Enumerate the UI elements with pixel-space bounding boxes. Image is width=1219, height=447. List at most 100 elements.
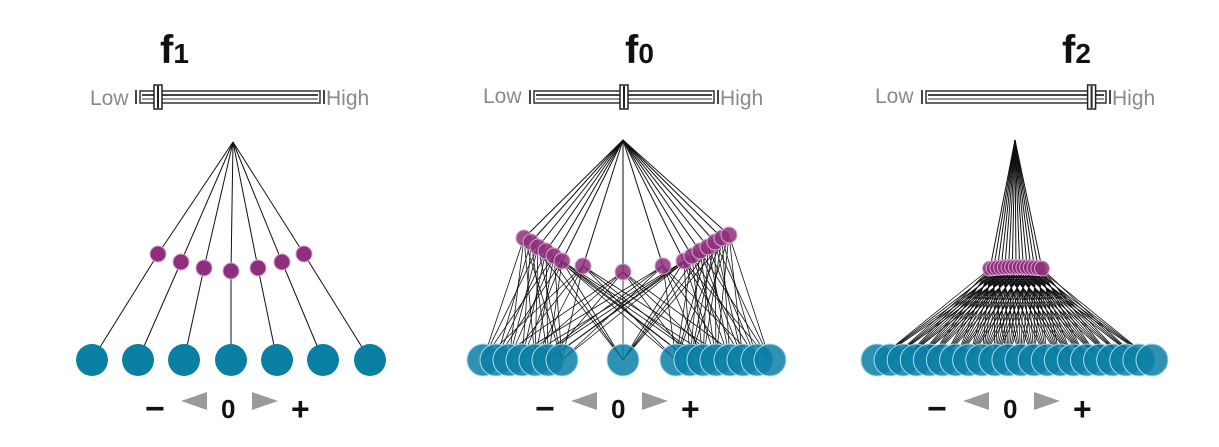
- unit-connection: [707, 246, 758, 361]
- apex-connection: [993, 139, 1016, 269]
- zero-label: 0: [221, 394, 236, 424]
- slider-high-label: High: [326, 87, 370, 110]
- apex-connection: [157, 141, 234, 255]
- minus-sign: −: [927, 390, 947, 428]
- unit-connection: [561, 260, 624, 361]
- middle-unit: [249, 259, 267, 277]
- apex-connection: [622, 139, 716, 243]
- apex-connection: [1014, 139, 1043, 269]
- unit-connection: [691, 255, 704, 361]
- middle-units: [149, 245, 313, 280]
- slider-thumb[interactable]: [135, 84, 325, 110]
- apex-connection: [1008, 139, 1016, 268]
- tuning-axis: − 0 +: [535, 392, 755, 426]
- minus-sign: −: [145, 390, 165, 428]
- slider-high-label: High: [1112, 87, 1156, 110]
- unit-connection: [508, 255, 555, 361]
- title-subscript: 1: [173, 38, 189, 69]
- plus-sign: +: [1073, 391, 1092, 427]
- apex-connection: [523, 139, 624, 239]
- slider-track: [139, 90, 321, 104]
- apex-connection: [553, 139, 624, 257]
- plus-sign: +: [681, 391, 700, 427]
- unit-connection: [683, 260, 744, 361]
- unit-connection: [728, 234, 771, 361]
- unit-connection: [495, 241, 532, 361]
- unit-connection: [707, 246, 731, 361]
- apex-connection: [530, 139, 624, 243]
- plus-sign: +: [291, 391, 310, 427]
- apex-connection: [1014, 139, 1032, 268]
- apex-connection: [232, 141, 259, 269]
- unit-connection: [622, 250, 701, 361]
- apex-connection: [545, 139, 624, 252]
- unit-connection: [689, 241, 716, 361]
- apex-connection: [622, 139, 685, 262]
- middle-unit: [273, 253, 291, 271]
- middle-unit: [654, 257, 672, 275]
- apex-connection: [989, 139, 1016, 269]
- slider-low-label: Low: [90, 87, 129, 110]
- apex-connection: [622, 139, 701, 252]
- unit-connection: [699, 250, 717, 361]
- unit-connection: [521, 260, 563, 361]
- unit-connection: [714, 241, 771, 361]
- title-subscript: 0: [638, 38, 654, 69]
- bottom-unit: [307, 344, 339, 376]
- zero-label: 0: [611, 394, 626, 424]
- unit-connection: [699, 250, 771, 361]
- unit-connection: [91, 253, 159, 361]
- unit-connection: [553, 255, 677, 361]
- apex-connection: [1011, 139, 1016, 268]
- network-diagram: [76, 84, 386, 376]
- unit-connection: [683, 260, 691, 361]
- unit-connection: [714, 241, 717, 361]
- apex-connection: [232, 141, 283, 263]
- left-arrow-icon: [571, 392, 597, 410]
- apex-connection: [1004, 139, 1016, 268]
- apex-connection: [1014, 139, 1028, 268]
- unit-connection: [534, 246, 539, 361]
- panel-f0: f0 Low High − 0 +: [420, 0, 820, 447]
- slider-thumb[interactable]: [921, 84, 1111, 110]
- unit-connection: [876, 267, 998, 361]
- connections: [876, 139, 1153, 361]
- unit-connection: [689, 250, 701, 361]
- unit-connection: [675, 255, 693, 361]
- unit-connection: [968, 266, 1009, 361]
- unit-connection: [702, 246, 709, 361]
- apex-connection: [1014, 139, 1024, 268]
- middle-unit: [1034, 260, 1050, 277]
- network-diagram: [860, 84, 1169, 377]
- bottom-unit: [753, 343, 787, 377]
- unit-connection: [675, 237, 723, 361]
- right-arrow-icon: [1034, 392, 1060, 410]
- bottom-unit: [122, 344, 154, 376]
- bottom-unit: [261, 344, 293, 376]
- panel-title: f1: [160, 30, 189, 70]
- unit-connection: [728, 234, 744, 361]
- title-subscript: 2: [1075, 38, 1091, 69]
- unit-connection: [582, 265, 704, 361]
- unit-connection: [714, 241, 744, 361]
- right-arrow-icon: [252, 392, 278, 410]
- tuning-axis: − 0 +: [145, 392, 365, 426]
- apex-connection: [582, 139, 624, 267]
- apex-connection: [996, 139, 1016, 268]
- apex-connection: [1014, 139, 1017, 268]
- slider-thumb[interactable]: [529, 84, 719, 110]
- apex-connection: [561, 139, 624, 262]
- unit-connection: [889, 266, 1009, 361]
- panel-title: f2: [1062, 30, 1091, 70]
- apex-connection: [1014, 139, 1021, 268]
- connections: [482, 139, 771, 361]
- unit-connection: [981, 266, 1021, 361]
- bottom-unit: [76, 344, 108, 376]
- middle-unit: [195, 259, 213, 277]
- left-arrow-icon: [181, 392, 207, 410]
- unit-connection: [547, 250, 701, 361]
- title-letter: f: [625, 28, 639, 72]
- unit-connection: [622, 260, 685, 361]
- apex-connection: [1014, 139, 1039, 269]
- middle-units: [515, 226, 738, 281]
